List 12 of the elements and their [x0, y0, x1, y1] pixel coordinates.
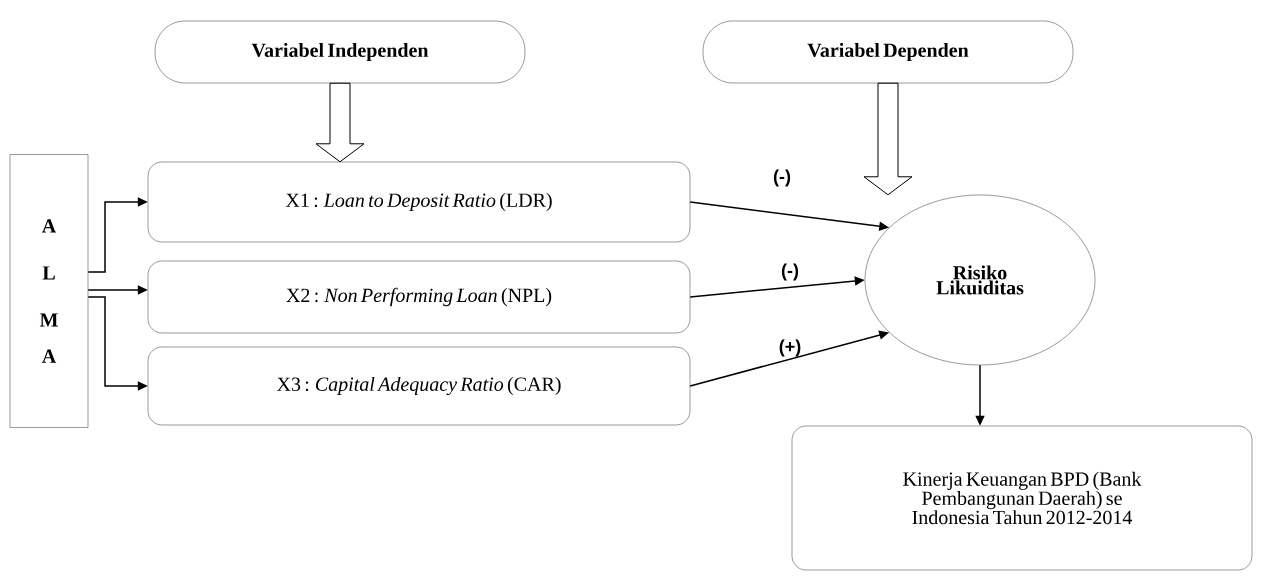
hollow-arrow: [315, 82, 365, 163]
process-box: X3 : Capital Adequacy Ratio (CAR): [147, 346, 691, 426]
process-box: Kinerja Keuangan BPD (Bank Pembangunan Daerah) se Indonesia Tahun 2012-2014: [791, 425, 1253, 571]
process-box: X2 : Non Performing Loan (NPL): [147, 260, 691, 334]
acronym-box: A L M A: [9, 154, 89, 428]
variable-header: Variabel Independen: [154, 20, 526, 84]
edge-label: (-): [781, 263, 799, 281]
hollow-arrow: [863, 82, 913, 196]
process-box: X1 : Loan to Deposit Ratio (LDR): [147, 161, 691, 243]
edge-label: (+): [779, 339, 801, 357]
edge-label: (-): [773, 169, 791, 187]
variable-header: Variabel Dependen: [702, 20, 1074, 84]
